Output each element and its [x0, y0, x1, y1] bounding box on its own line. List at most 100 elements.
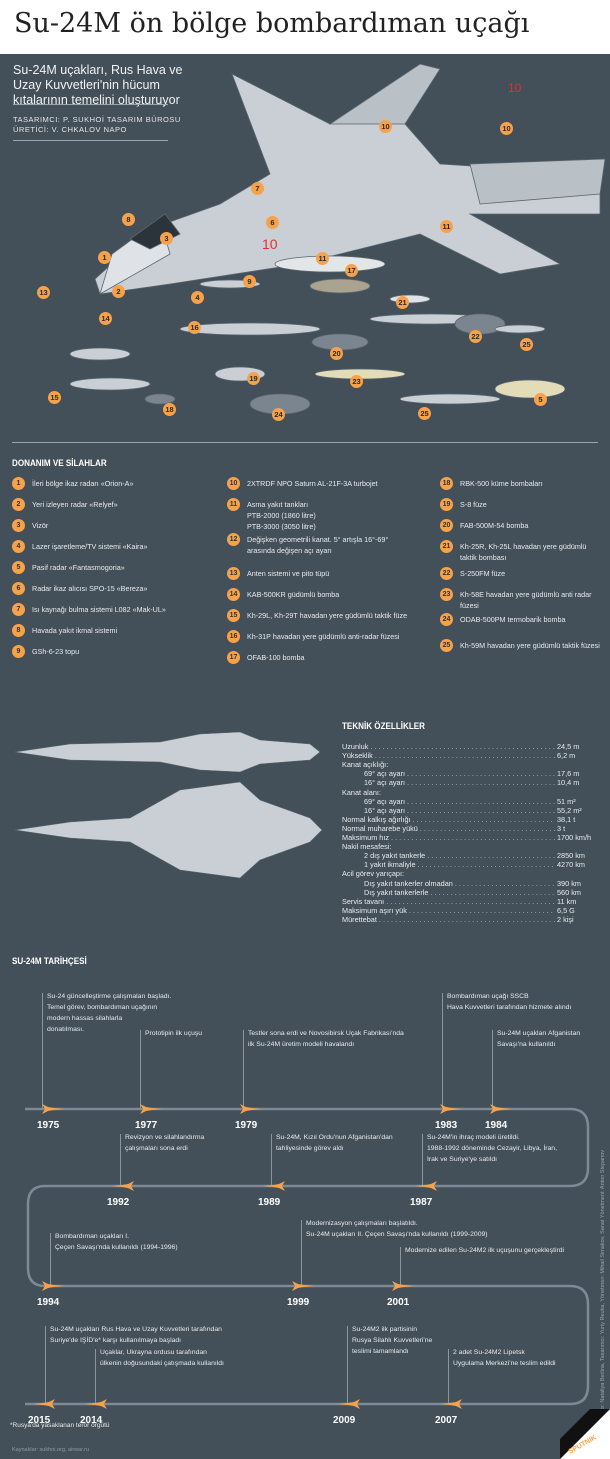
spec-row: 1 yakıt ikmaliyle4270 km — [342, 860, 597, 869]
plane-marker-icon — [263, 1181, 285, 1191]
spec-value: 38,1 t — [557, 814, 576, 824]
timeline-connector — [50, 1233, 51, 1286]
subtitle: Su-24M uçakları, Rus Hava ve Uzay Kuvvet… — [13, 63, 183, 107]
equipment-text: Kh-25R, Kh-25L havadan yere güdümlü takt… — [460, 542, 587, 562]
equipment-number: 7 — [12, 603, 25, 616]
equipment-number: 21 — [440, 540, 453, 553]
callout-6: 6 — [266, 216, 279, 229]
equipment-number: 10 — [227, 477, 240, 490]
spec-row: Dış yakıt tankerlerle560 km — [342, 888, 597, 897]
equipment-number: 18 — [440, 477, 453, 490]
divider — [13, 104, 168, 105]
spec-value: 2850 km — [557, 851, 585, 861]
tail-number: 10 — [262, 236, 278, 252]
plane-marker-icon — [33, 1399, 55, 1409]
spec-row: Kanat açıklığı: — [342, 760, 597, 769]
plane-marker-icon — [42, 1281, 64, 1291]
equipment-text: Lazer işaretleme/TV sistemi «Kaira» — [32, 542, 148, 551]
plane-marker-icon — [338, 1399, 360, 1409]
spec-label: 2 dış yakıt tankerle — [364, 851, 426, 861]
callout-11: 11 — [440, 220, 453, 233]
equipment-number: 15 — [227, 609, 240, 622]
equipment-text: Kh-31P havadan yere güdümlü anti-radar f… — [247, 632, 400, 641]
timeline-connector — [347, 1326, 348, 1404]
equipment-text: Pasif radar «Fantasmogoria» — [32, 563, 125, 572]
equipment-text: Isı kaynağı bulma sistemi L082 «Mak-UL» — [32, 605, 166, 614]
timeline-event-text: Bombardıman uçakları I. Çeçen Savaşı'nda… — [55, 1233, 178, 1251]
equipment-number: 16 — [227, 630, 240, 643]
callout-16: 16 — [188, 321, 201, 334]
spec-label: Servis tavanı — [342, 896, 385, 906]
spec-label: Uzunluk — [342, 742, 369, 751]
timeline-event-text: Su-24M, Kızıl Ordu'nun Afganistan'dan ta… — [276, 1134, 393, 1152]
equipment-number: 23 — [440, 588, 453, 601]
callout-10: 10 — [500, 122, 513, 135]
timeline-connector — [95, 1349, 96, 1404]
spec-value: 6,5 G — [557, 905, 575, 915]
spec-label: Mürettebat — [342, 914, 377, 924]
spec-row: Uzunluk24,5 m — [342, 742, 597, 751]
equipment-item: 18 RBK-500 küme bombaları — [440, 477, 543, 490]
callout-10: 10 — [379, 120, 392, 133]
timeline-connector — [271, 1134, 272, 1186]
spec-value: 3 t — [557, 823, 566, 833]
callout-22: 22 — [469, 330, 482, 343]
plane-marker-icon — [112, 1181, 134, 1191]
equipment-number: 2 — [12, 498, 25, 511]
leader-dots — [407, 806, 555, 815]
callout-23: 23 — [350, 375, 363, 388]
equipment-number: 25 — [440, 639, 453, 652]
spec-value: 11 km — [557, 896, 577, 906]
equipment-number: 20 — [440, 519, 453, 532]
spec-row: Maksimum aşırı yük6,5 G — [342, 906, 597, 915]
timeline-connector — [120, 1134, 121, 1186]
equipment-text: Kh-29L, Kh-29T havadan yere güdümlü takt… — [247, 611, 408, 620]
spec-label: Acil görev yarıçapı: — [342, 869, 405, 879]
callout-19: 19 — [247, 372, 260, 385]
callout-11: 11 — [316, 252, 329, 265]
spec-row: Kanat alanı: — [342, 788, 597, 797]
spec-label: 69° açı ayarı — [364, 769, 406, 779]
plane-marker-icon — [440, 1104, 462, 1114]
leader-dots — [427, 851, 555, 860]
timeline-event-text: Su-24M uçakları Afganistan Savaşı'na kul… — [497, 1030, 581, 1048]
spec-label: 1 yakıt ikmaliyle — [364, 860, 416, 870]
timeline-event-text: Su-24 güncelleştirme çalışmaları başladı… — [47, 993, 172, 1033]
plane-marker-icon — [292, 1281, 314, 1291]
callout-25: 25 — [520, 338, 533, 351]
spec-row: Mürettebat2 kişi — [342, 915, 597, 924]
callout-24: 24 — [272, 408, 285, 421]
tail-number: 10 — [508, 81, 522, 95]
callout-7: 7 — [251, 182, 264, 195]
equipment-text: Vizör — [32, 521, 49, 530]
timeline-year: 2001 — [387, 1297, 410, 1308]
spec-label: 16° açı ayarı — [364, 805, 406, 815]
spec-row: Servis tavanı 11 km — [342, 897, 597, 906]
spec-label: Normal muharebe yükü — [342, 823, 418, 833]
equipment-item: 16 Kh-31P havadan yere güdümlü anti-radar… — [227, 630, 400, 643]
leader-dots — [407, 797, 555, 806]
leader-dots — [420, 824, 555, 833]
aircraft-illustration: 10 10 — [69, 63, 606, 415]
equipment-text: RBK-500 küme bombaları — [460, 479, 543, 488]
plane-marker-icon — [240, 1104, 262, 1114]
leader-dots — [430, 888, 555, 897]
spec-row: 69° açı ayarı51 m² — [342, 797, 597, 806]
leader-dots — [386, 897, 555, 906]
callout-2: 2 — [112, 285, 125, 298]
timeline-connector — [42, 993, 43, 1109]
spec-label: Kanat açıklığı: — [342, 760, 389, 770]
equipment-item: 15 Kh-29L, Kh-29T havadan yere güdümlü ta… — [227, 609, 408, 622]
equipment-number: 9 — [12, 645, 25, 658]
equipment-text: ODAB-500PM termobarik bomba — [460, 615, 566, 624]
spec-value: 6,2 m — [557, 751, 576, 761]
spec-row: Normal muharebe yükü 3 t — [342, 824, 597, 833]
